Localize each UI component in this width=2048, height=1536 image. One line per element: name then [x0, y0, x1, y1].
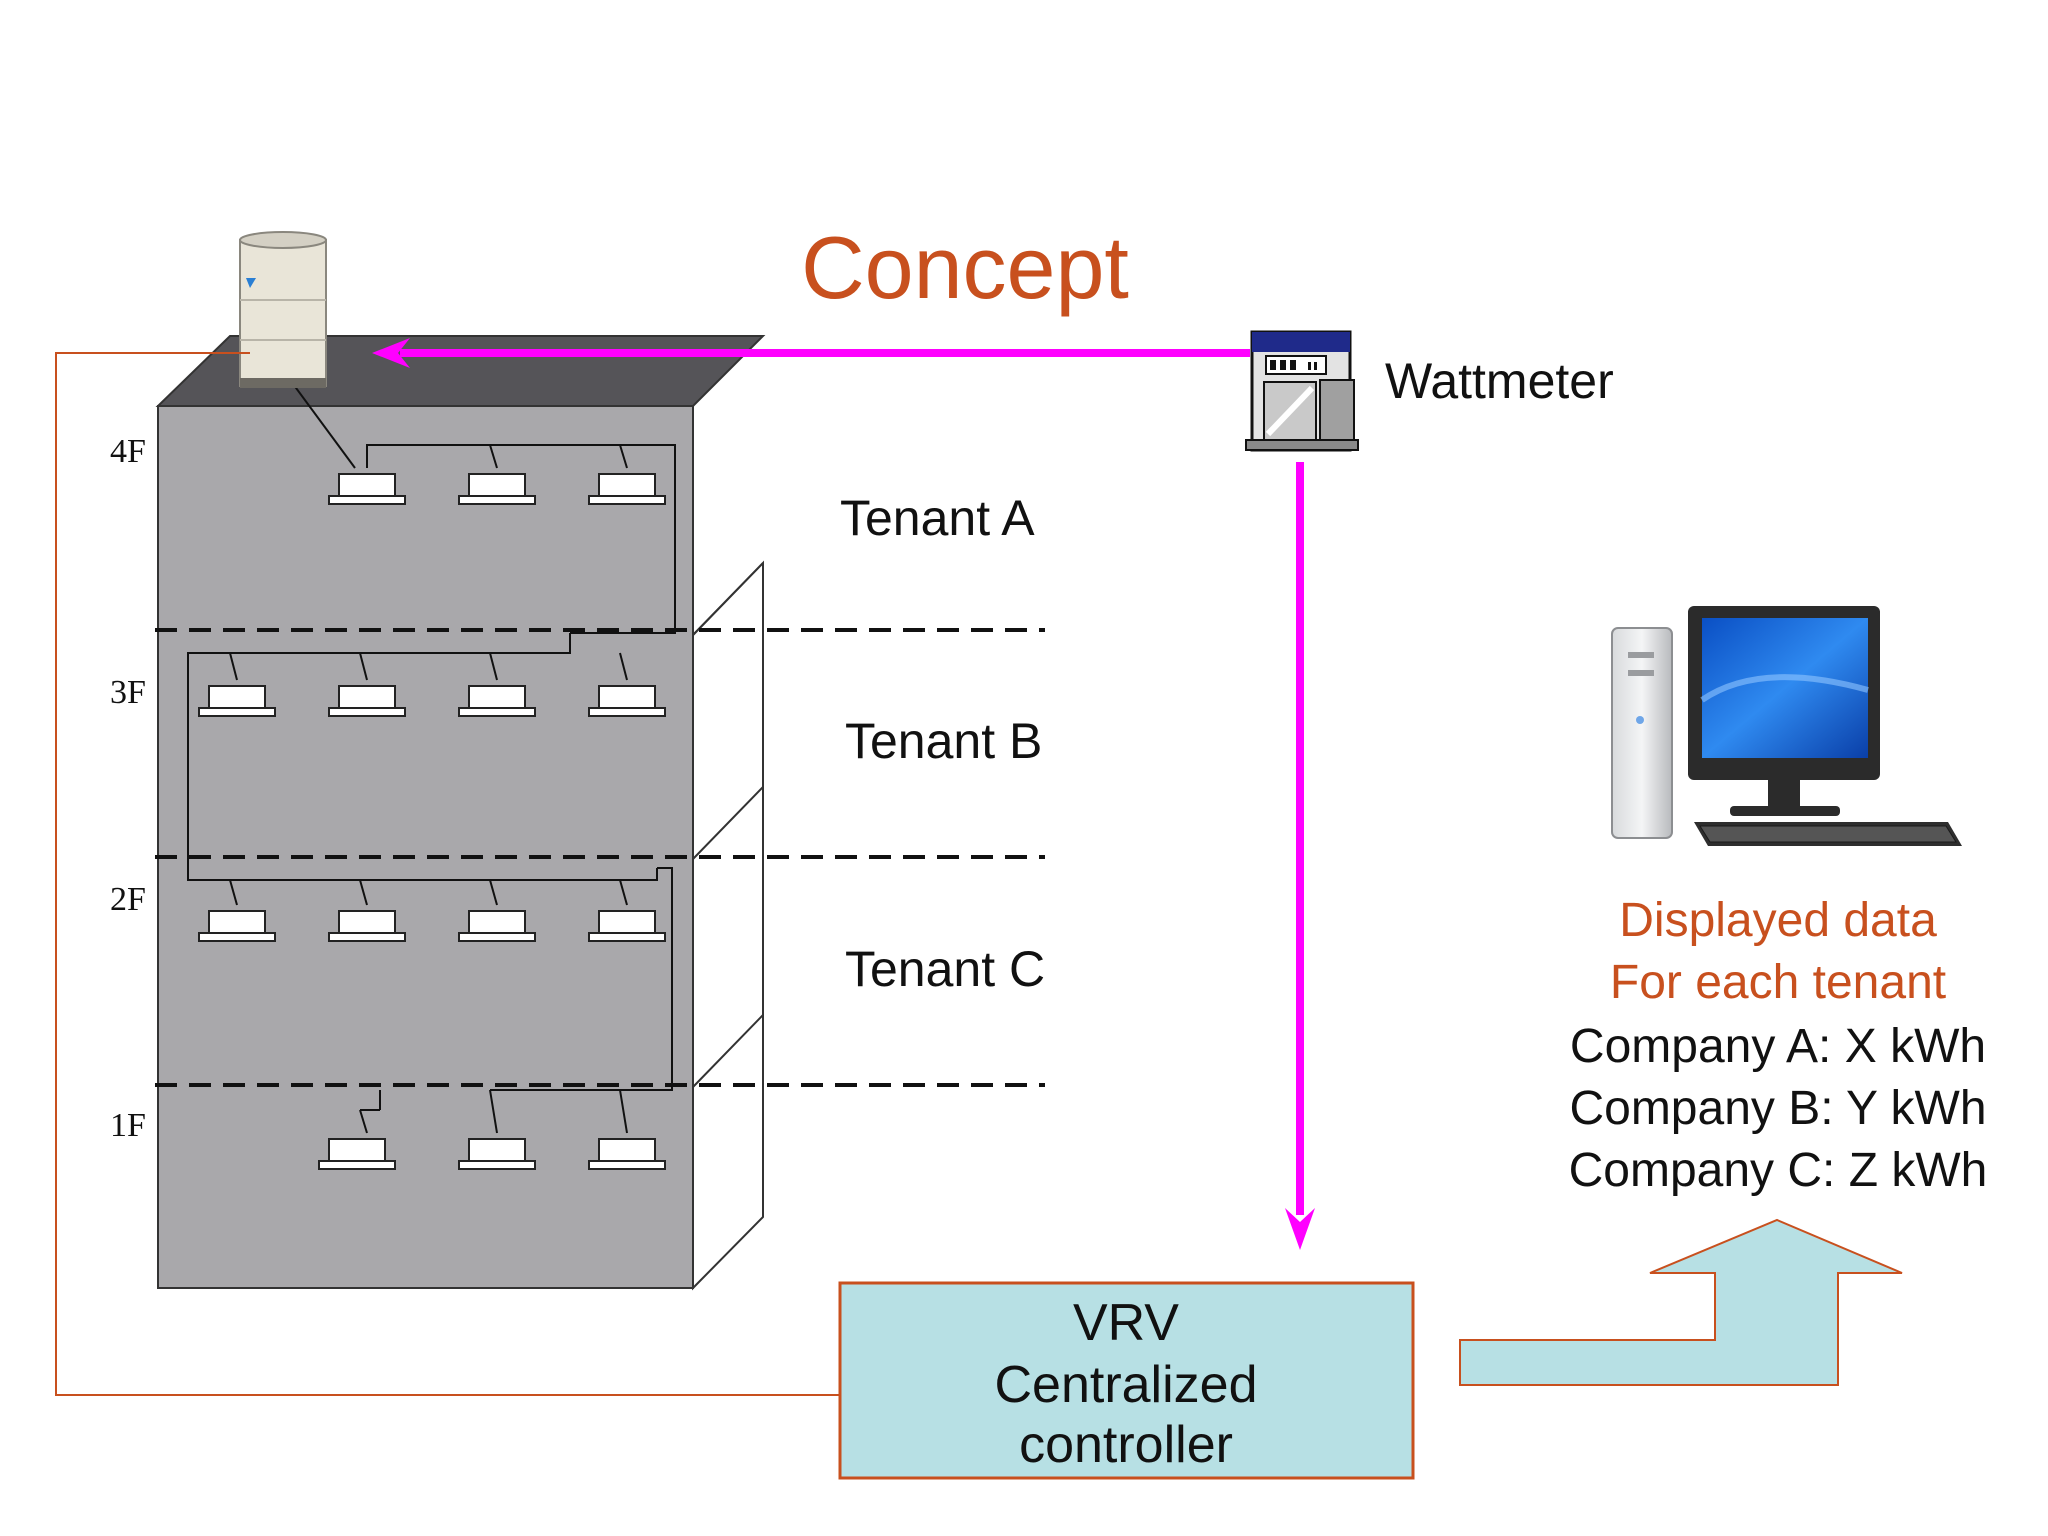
refrigerant-piping — [187, 372, 676, 1134]
controller-label-line1: VRV — [1073, 1294, 1179, 1352]
controller-label-line3: controller — [1019, 1416, 1233, 1474]
floor-label: 2F — [110, 881, 146, 918]
indoor-unit — [588, 685, 666, 717]
indoor-unit — [588, 910, 666, 942]
company-usage-row: Company B: Y kWh — [1569, 1082, 1986, 1135]
company-usage-row: Company C: Z kWh — [1569, 1144, 1988, 1197]
indoor-unit — [458, 1138, 536, 1170]
tenant-labels: Tenant A Tenant B Tenant C — [840, 490, 1045, 997]
floor-labels: 4F 3F 2F 1F — [110, 433, 146, 1144]
control-wire — [55, 352, 840, 1396]
indoor-unit — [198, 685, 276, 717]
floor-label: 3F — [110, 674, 146, 711]
building-side — [692, 560, 764, 1291]
display-subheading: For each tenant — [1610, 956, 1946, 1009]
controller-label-line2: Centralized — [994, 1356, 1257, 1414]
tenant-label: Tenant A — [840, 490, 1035, 546]
indoor-unit — [318, 1138, 396, 1170]
floor-label: 4F — [110, 433, 146, 470]
output-arrow — [1459, 1218, 1903, 1386]
tenant-label: Tenant B — [845, 713, 1042, 769]
building — [155, 335, 766, 1291]
indoor-unit — [458, 910, 536, 942]
indoor-unit — [588, 473, 666, 505]
floor-dividers — [155, 628, 1045, 1087]
wattmeter-label: Wattmeter — [1385, 353, 1614, 409]
diagram-title: Concept — [801, 218, 1129, 317]
outdoor-unit-icon — [239, 231, 327, 388]
floor-label: 1F — [110, 1107, 146, 1144]
displayed-data: Displayed data For each tenant Company A… — [1569, 894, 1988, 1197]
indoor-unit — [328, 473, 406, 505]
indoor-unit — [588, 1138, 666, 1170]
tenant-label: Tenant C — [845, 941, 1045, 997]
computer-icon — [1611, 606, 1962, 846]
indoor-unit — [458, 685, 536, 717]
indoor-unit — [198, 910, 276, 942]
controller-box — [838, 1281, 1415, 1480]
wattmeter-icon — [1245, 330, 1359, 452]
signal-arrow-to-outdoor — [372, 338, 1250, 368]
indoor-unit — [328, 910, 406, 942]
signal-arrow-to-controller — [1285, 462, 1315, 1250]
display-heading: Displayed data — [1619, 894, 1937, 947]
centralized-controller: VRV Centralized controller — [838, 1281, 1415, 1480]
indoor-unit — [328, 685, 406, 717]
company-usage-row: Company A: X kWh — [1570, 1020, 1986, 1073]
indoor-unit — [458, 473, 536, 505]
